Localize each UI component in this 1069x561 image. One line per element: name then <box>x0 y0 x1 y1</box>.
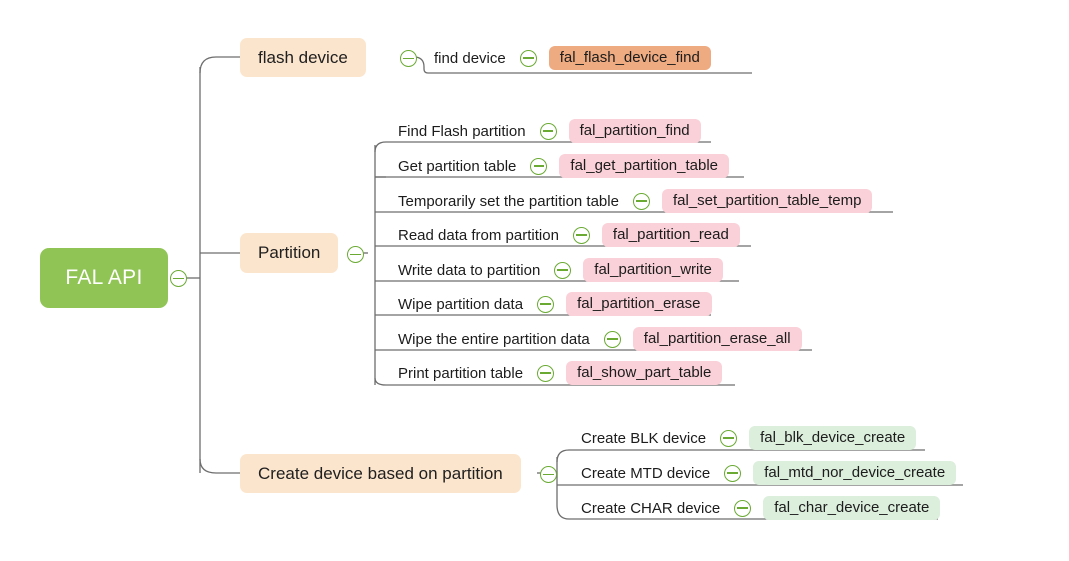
api-badge-fal-partition-write[interactable]: fal_partition_write <box>583 258 723 282</box>
leaf-collapse-toggle-icon-find-device[interactable] <box>519 49 537 67</box>
api-badge-fal-get-partition-table[interactable]: fal_get_partition_table <box>559 154 730 178</box>
api-badge-fal-partition-erase[interactable]: fal_partition_erase <box>566 292 712 316</box>
leaf-row-show-part-table: Print partition table fal_show_part_tabl… <box>396 358 723 388</box>
root-node-label: FAL API <box>65 266 143 289</box>
leaf-row-char-device-create: Create CHAR device fal_char_device_creat… <box>579 493 941 523</box>
leaf-collapse-toggle-icon-blk-device-create[interactable] <box>720 429 738 447</box>
branch-collapse-toggle-icon-partition[interactable] <box>347 246 364 263</box>
leaf-collapse-toggle-icon-show-part-table[interactable] <box>537 364 555 382</box>
connector-to-flash-device <box>199 56 240 74</box>
api-badge-fal-char-device-create[interactable]: fal_char_device_create <box>763 496 941 520</box>
branch-node-create-device[interactable]: Create device based on partition <box>240 454 521 493</box>
leaf-label-find-device: find device <box>434 49 506 67</box>
leaf-collapse-toggle-icon-set-partition-table-temp[interactable] <box>632 192 650 210</box>
leaf-row-get-partition-table: Get partition table fal_get_partition_ta… <box>396 151 730 181</box>
leaf-row-find-device: find device fal_flash_device_find <box>432 43 711 73</box>
leaf-row-set-partition-table-temp: Temporarily set the partition table fal_… <box>396 186 873 216</box>
api-badge-fal-set-partition-table-temp[interactable]: fal_set_partition_table_temp <box>661 189 873 213</box>
api-badge-fal-partition-read[interactable]: fal_partition_read <box>601 223 740 247</box>
leaf-label-wipe-entire-partition-data: Wipe the entire partition data <box>398 330 590 348</box>
leaf-row-mtd-device-create: Create MTD device fal_mtd_nor_device_cre… <box>579 458 957 488</box>
leaf-collapse-toggle-icon-get-partition-table[interactable] <box>530 157 548 175</box>
leaf-collapse-toggle-icon-partition-erase[interactable] <box>537 295 555 313</box>
leaf-row-partition-write: Write data to partition fal_partition_wr… <box>396 255 723 285</box>
leaf-collapse-toggle-icon-mtd-device-create[interactable] <box>724 464 742 482</box>
branch-label-partition: Partition <box>258 243 321 262</box>
api-badge-fal-mtd-nor-device-create[interactable]: fal_mtd_nor_device_create <box>753 461 957 485</box>
leaf-collapse-toggle-icon-partition-read[interactable] <box>572 226 590 244</box>
root-node-fal-api[interactable]: FAL API <box>40 248 168 308</box>
leaf-collapse-toggle-icon-partition-erase-all[interactable] <box>603 330 621 348</box>
root-collapse-toggle-icon[interactable] <box>170 270 187 287</box>
branch-label-create-device: Create device based on partition <box>258 463 503 483</box>
branch-collapse-toggle-icon-flash-device[interactable] <box>400 50 417 67</box>
leaf-label-write-data-to-partition: Write data to partition <box>398 261 541 279</box>
api-badge-fal-partition-find[interactable]: fal_partition_find <box>568 119 701 143</box>
leaf-label-print-partition-table: Print partition table <box>398 364 524 382</box>
leaf-row-partition-find: Find Flash partition fal_partition_find <box>396 116 701 146</box>
branch-node-flash-device[interactable]: flash device <box>240 38 366 77</box>
leaf-row-partition-erase: Wipe partition data fal_partition_erase <box>396 289 712 319</box>
leaf-label-read-data-from-partition: Read data from partition <box>398 226 559 244</box>
api-badge-fal-show-part-table[interactable]: fal_show_part_table <box>566 361 723 385</box>
leaf-label-create-mtd-device: Create MTD device <box>581 464 711 482</box>
connector-to-create-device <box>199 458 240 474</box>
leaf-collapse-toggle-icon-char-device-create[interactable] <box>734 499 752 517</box>
leaf-label-create-char-device: Create CHAR device <box>581 499 721 517</box>
leaf-label-find-flash-partition: Find Flash partition <box>398 122 526 140</box>
leaf-collapse-toggle-icon-partition-write[interactable] <box>554 261 572 279</box>
leaf-label-wipe-partition-data: Wipe partition data <box>398 295 524 313</box>
leaf-row-partition-read: Read data from partition fal_partition_r… <box>396 220 740 250</box>
branch-node-partition[interactable]: Partition <box>240 233 339 273</box>
api-badge-fal-partition-erase-all[interactable]: fal_partition_erase_all <box>632 327 802 351</box>
leaf-collapse-toggle-icon-find-flash-partition[interactable] <box>539 122 557 140</box>
leaf-row-blk-device-create: Create BLK device fal_blk_device_create <box>579 423 917 453</box>
api-badge-fal-blk-device-create[interactable]: fal_blk_device_create <box>749 426 917 450</box>
api-badge-fal-flash-device-find[interactable]: fal_flash_device_find <box>548 46 711 70</box>
leaf-label-create-blk-device: Create BLK device <box>581 429 707 447</box>
leaf-label-get-partition-table: Get partition table <box>398 157 517 175</box>
branch-label-flash-device: flash device <box>258 47 348 67</box>
branch-collapse-toggle-icon-create-device[interactable] <box>540 466 557 483</box>
leaf-row-partition-erase-all: Wipe the entire partition data fal_parti… <box>396 324 802 354</box>
leaf-label-temporarily-set-partition-table: Temporarily set the partition table <box>398 192 619 210</box>
